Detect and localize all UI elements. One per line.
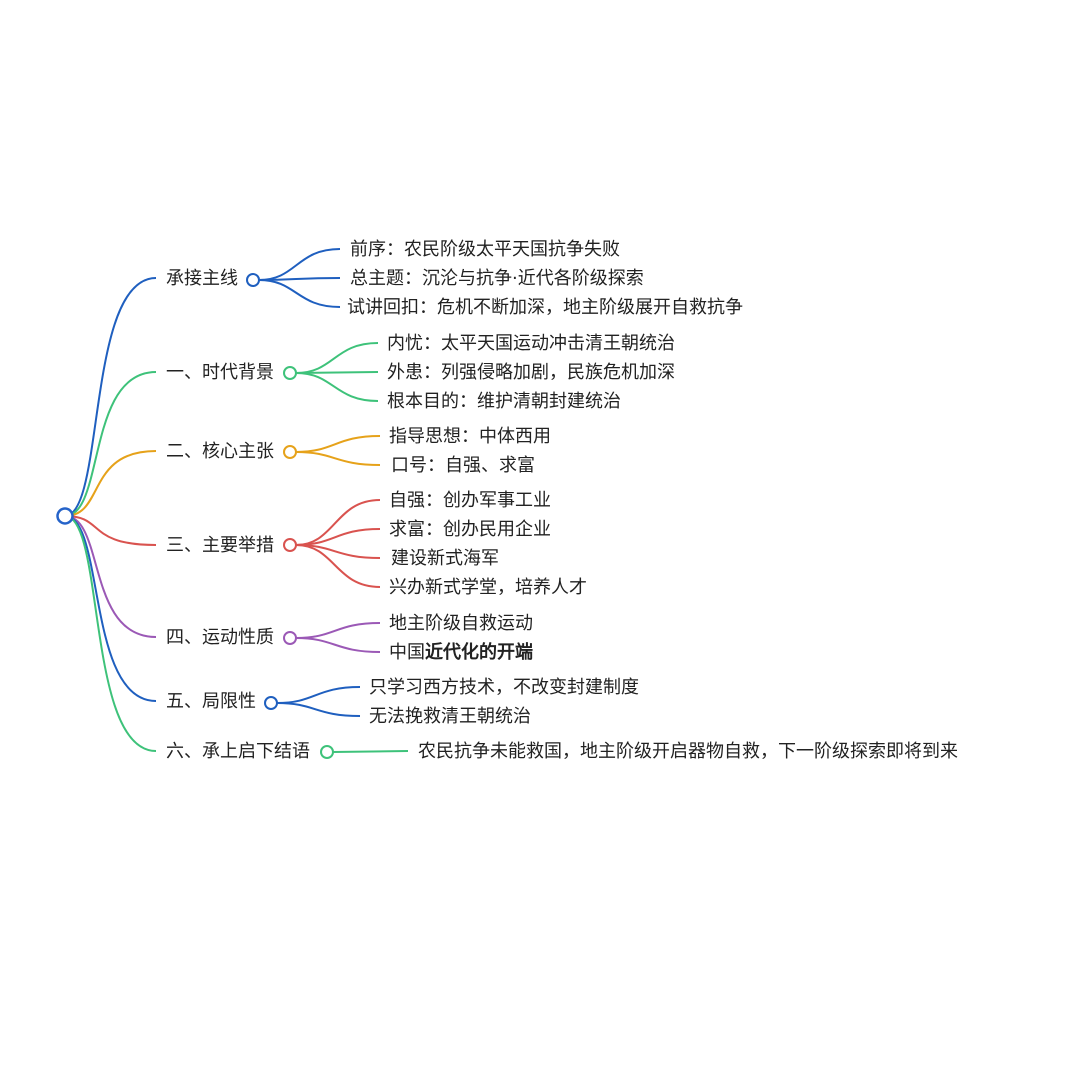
leaf-label[interactable]: 建设新式海军 xyxy=(391,548,499,569)
branch-label[interactable]: 五、局限性 xyxy=(166,691,256,712)
leaf-label[interactable]: 口号：自强、求富 xyxy=(391,455,535,476)
branch-node-circle[interactable] xyxy=(283,538,297,552)
leaf-connector xyxy=(295,499,381,546)
branch-node-circle[interactable] xyxy=(320,745,334,759)
branch-label[interactable]: 四、运动性质 xyxy=(166,627,274,648)
connector-lines xyxy=(64,248,409,753)
leaf-connector xyxy=(258,279,341,308)
leaf-connector xyxy=(258,248,341,281)
branch-node-circle[interactable] xyxy=(283,445,297,459)
branch-connector xyxy=(64,371,157,517)
branch-connector xyxy=(64,277,157,517)
branch-connector xyxy=(64,450,157,517)
branch-nodes xyxy=(56,273,334,759)
branch-label[interactable]: 二、核心主张 xyxy=(166,441,274,462)
branch-node-circle[interactable] xyxy=(283,631,297,645)
branch-label[interactable]: 三、主要举措 xyxy=(166,535,274,556)
leaf-connector xyxy=(276,686,361,704)
root-node-circle[interactable] xyxy=(56,507,74,525)
branch-label[interactable]: 一、时代背景 xyxy=(166,362,274,383)
leaf-label[interactable]: 地主阶级自救运动 xyxy=(389,613,533,634)
leaf-label[interactable]: 总主题：沉沦与抗争·近代各阶级探索 xyxy=(350,268,644,289)
leaf-label[interactable]: 根本目的：维护清朝封建统治 xyxy=(387,391,621,412)
leaf-connector xyxy=(295,371,379,374)
leaf-connector xyxy=(295,637,381,653)
leaf-connector xyxy=(295,342,379,374)
leaf-label[interactable]: 求富：创办民用企业 xyxy=(389,519,551,540)
leaf-connector xyxy=(295,622,381,639)
leaf-label[interactable]: 外患：列强侵略加剧，民族危机加深 xyxy=(387,362,675,383)
leaf-connector xyxy=(295,372,379,402)
branch-connector xyxy=(64,515,157,638)
leaf-label-plain: 中国 xyxy=(389,642,425,663)
leaf-connector xyxy=(295,435,381,453)
branch-label[interactable]: 承接主线 xyxy=(166,268,238,289)
leaf-label[interactable]: 中国近代化的开端 xyxy=(389,641,533,663)
leaf-label[interactable]: 无法挽救清王朝统治 xyxy=(369,706,531,727)
leaf-label[interactable]: 只学习西方技术，不改变封建制度 xyxy=(369,677,639,698)
labels: 承接主线 前序：农民阶级太平天国抗争失败总主题：沉沦与抗争·近代各阶级探索试讲回扣… xyxy=(166,239,958,762)
branch-connector xyxy=(64,515,157,752)
branch-label[interactable]: 六、承上启下结语 xyxy=(166,741,310,762)
leaf-connector xyxy=(295,451,381,466)
leaf-label-bold: 近代化的开端 xyxy=(425,641,533,663)
leaf-connector xyxy=(332,750,409,753)
leaf-label[interactable]: 前序：农民阶级太平天国抗争失败 xyxy=(350,239,620,260)
branch-node-circle[interactable] xyxy=(246,273,260,287)
branch-node-circle[interactable] xyxy=(283,366,297,380)
leaf-label[interactable]: 指导思想：中体西用 xyxy=(389,426,551,447)
leaf-label[interactable]: 自强：创办军事工业 xyxy=(389,490,551,511)
branch-connector xyxy=(64,515,157,546)
leaf-connector xyxy=(295,544,381,588)
branch-node-circle[interactable] xyxy=(264,696,278,710)
leaf-label[interactable]: 农民抗争未能救国，地主阶级开启器物自救，下一阶级探索即将到来 xyxy=(418,741,958,762)
leaf-label[interactable]: 兴办新式学堂，培养人才 xyxy=(389,577,587,598)
leaf-label[interactable]: 内忧：太平天国运动冲击清王朝统治 xyxy=(387,333,675,354)
leaf-connector xyxy=(276,702,361,717)
leaf-label[interactable]: 试讲回扣：危机不断加深，地主阶级展开自救抗争 xyxy=(347,297,743,318)
